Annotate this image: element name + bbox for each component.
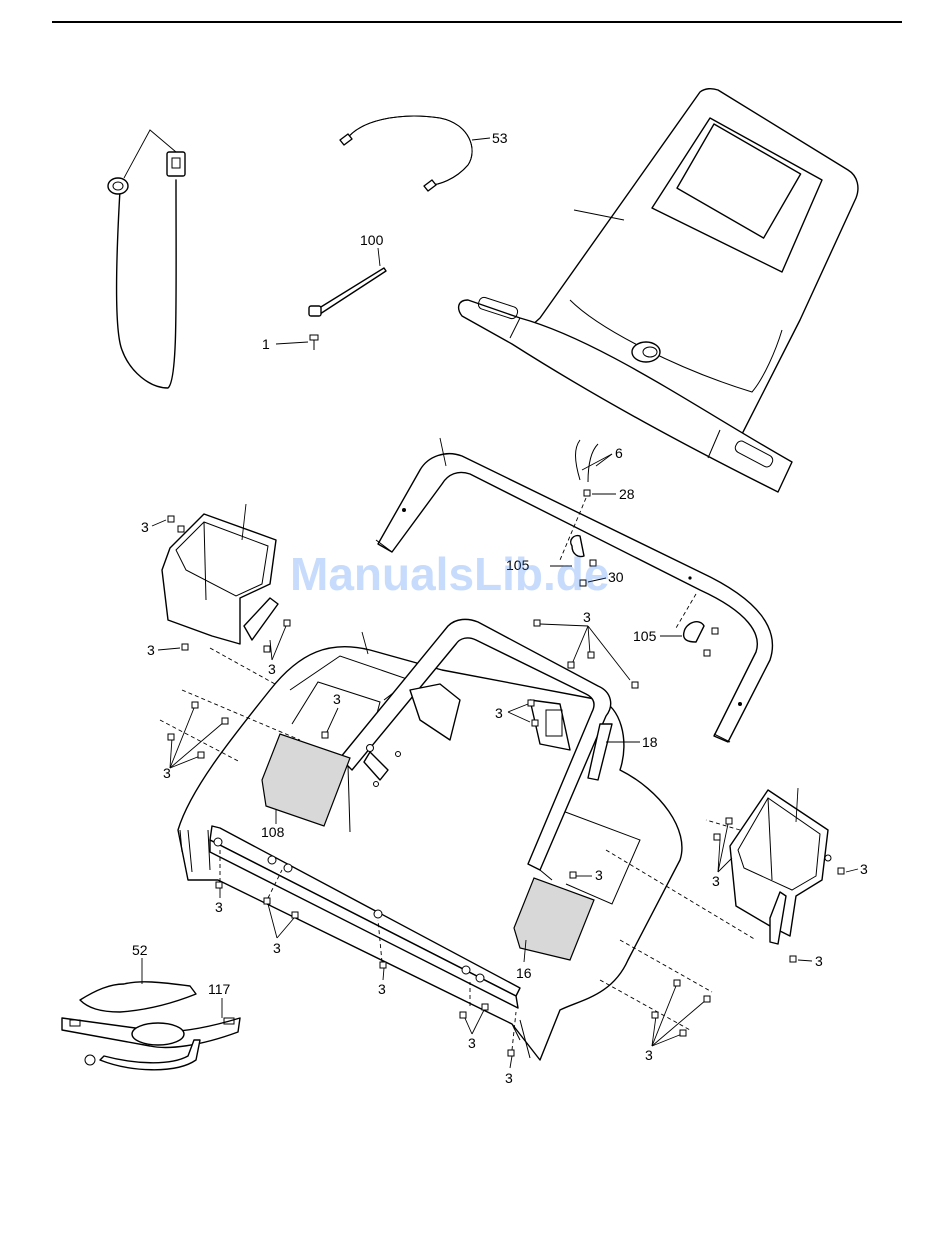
callout-3-o: 3: [712, 873, 720, 889]
callout-3-n: 3: [645, 1047, 653, 1063]
console-assembly: [459, 89, 858, 492]
callout-3-h: 3: [215, 899, 223, 915]
callout-3-q: 3: [815, 953, 823, 969]
callout-105b: 105: [633, 628, 657, 644]
screw-1: 1: [262, 335, 318, 352]
callout-3-p: 3: [860, 861, 868, 877]
callout-3-j: 3: [378, 981, 386, 997]
callout-6: 6: [615, 445, 623, 461]
callout-3-l: 3: [505, 1070, 513, 1086]
cable-tie-100: 100: [309, 232, 386, 316]
callout-3-e: 3: [583, 609, 591, 625]
clip-105-right: 105: [633, 594, 718, 656]
key-clip-assembly: [108, 130, 185, 388]
callout-3-i: 3: [273, 940, 281, 956]
callout-108: 108: [261, 824, 285, 840]
wire-harness-53: 53: [340, 116, 508, 191]
callout-3-m: 3: [595, 867, 603, 883]
callout-117: 117: [208, 981, 231, 997]
callout-28: 28: [619, 486, 635, 502]
callout-100: 100: [360, 232, 384, 248]
callout-3-k: 3: [468, 1035, 476, 1051]
callout-52: 52: [132, 942, 148, 958]
watermark: ManualsLib.de: [290, 548, 609, 600]
callout-3-b: 3: [147, 642, 155, 658]
callout-16: 16: [516, 965, 532, 981]
callout-3-a: 3: [141, 519, 149, 535]
callout-1: 1: [262, 336, 270, 352]
callout-3-c: 3: [268, 661, 276, 677]
callout-3-d: 3: [333, 691, 341, 707]
callout-53: 53: [492, 130, 508, 146]
callout-18: 18: [642, 734, 658, 750]
chest-strap-52-117: 52 117: [62, 942, 240, 1070]
wire-leads-6: 6: [576, 440, 624, 482]
callout-3-f: 3: [495, 705, 503, 721]
callout-30: 30: [608, 569, 624, 585]
